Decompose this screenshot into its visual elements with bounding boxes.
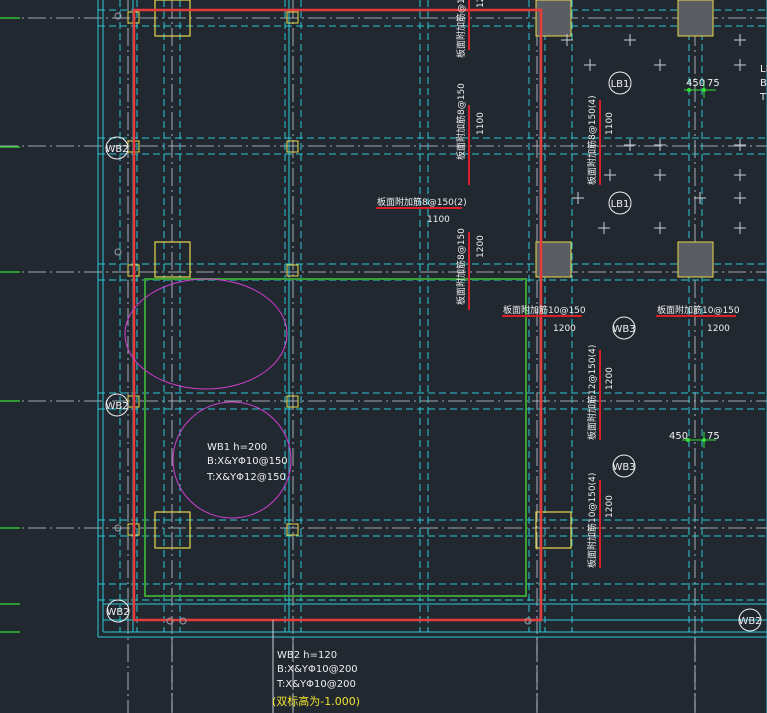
dimension-text: 75 [707,78,720,89]
rebar-number: 1100 [427,215,450,225]
rebar-label: 板面附加筋10@150 [503,304,586,316]
rebar-label: 板面附加筋8@150(4) [586,95,598,185]
edge-text: LB [760,64,767,75]
rebar-label: 板面附加筋8@150(2) [377,196,467,208]
wb1-note-line: B:X&YΦ10@150 [207,456,288,467]
revision-cloud [124,278,288,390]
dimension-text: 75 [707,431,720,442]
slab-tag-lb1 [608,71,632,95]
rebar-number: 1200 [605,495,615,518]
slab-tag-label: LB1 [611,79,630,90]
slab-tag-wb3 [612,454,636,478]
elevation-note: (双标高为-1.000) [272,694,360,708]
column [154,0,191,37]
slab-tag-wb2 [106,599,130,623]
node-markers [114,12,532,625]
rebar-number: 12 [476,0,486,8]
column [154,511,191,549]
wb2-note: WB2 h=120 B:X&YΦ10@200 T:X&YΦ10@200 (双标高… [272,650,360,708]
green-selection-frame [144,278,527,597]
slab-tag-label: WB3 [612,462,635,473]
wb2-note-line: B:X&YΦ10@200 [277,664,358,675]
plus-markers [561,34,746,234]
slab-tag-label: WB3 [612,324,635,335]
column [677,0,714,37]
rebar-number: 1200 [707,324,730,334]
slab-tag-label: WB2 [106,607,129,618]
slab-tags [105,71,762,632]
rebar-label: 板面附加筋8@150 [455,228,467,305]
column [535,511,572,549]
outer-boundary [97,0,767,638]
slab-tag-label: WB2 [105,401,128,412]
rebar-label: 板面附加筋10@150 [657,304,740,316]
red-selection-frame [132,8,543,622]
rebar-label: 板面附加筋8@150 [455,83,467,160]
revision-cloud [172,401,292,519]
rebar-label: 板面附加筋12@150(4) [586,345,598,440]
column [677,241,714,278]
wb2-note-line: WB2 h=120 [277,650,337,661]
slab-tag-wb2 [105,393,129,417]
slab-tag-wb2 [738,608,762,632]
wb1-note: WB1 h=200 B:X&YΦ10@150 T:X&YΦ12@150 [206,442,288,483]
wb1-note-line: T:X&YΦ12@150 [206,472,286,483]
rebar-number: 1200 [553,324,576,334]
slab-tag-label: WB2 [105,144,128,155]
rebar-number: 1200 [605,367,615,390]
rebar-number: 1100 [605,112,615,135]
slab-tag-wb3 [612,316,636,340]
dimension-markers [682,80,716,448]
rebar-label: 板面附加筋10@150(4) [586,473,598,568]
rebar-label: 板面附加筋@150 [455,0,467,58]
columns [127,0,714,549]
slab-tag-label: LB1 [611,199,630,210]
rebar-number: 1200 [476,235,486,258]
slab-tag-label: WB2 [738,616,761,627]
wb2-note-line: T:X&YΦ10@200 [276,679,356,690]
dimension-text: 450 [686,78,705,89]
column [154,241,191,278]
edge-text: B [760,78,767,89]
edge-text: T [759,92,767,103]
rebar-number: 1100 [476,112,486,135]
wb1-note-line: WB1 h=200 [207,442,267,453]
slab-tag-lb1 [608,191,632,215]
slab-tag-wb2 [105,136,129,160]
left-ticks [0,17,20,633]
dimension-text: 450 [669,431,688,442]
rebar-lines [376,0,736,568]
